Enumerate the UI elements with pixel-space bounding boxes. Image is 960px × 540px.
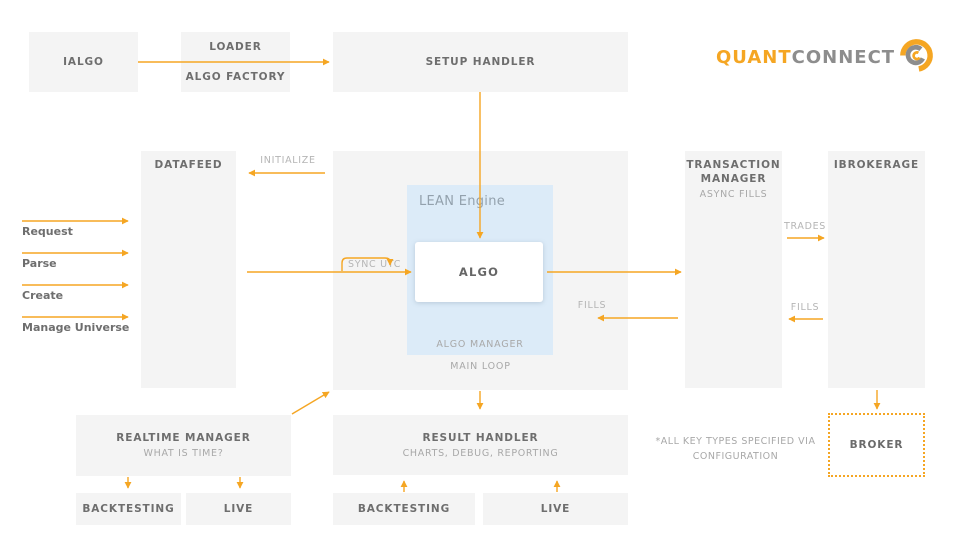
node-realtime-live-title: LIVE: [223, 503, 254, 515]
node-transaction-manager-title: TRANSACTION MANAGER: [686, 159, 781, 185]
node-result-handler: RESULT HANDLER CHARTS, DEBUG, REPORTING: [333, 415, 628, 475]
node-ibrokerage: IBROKERAGE: [828, 151, 925, 388]
node-transaction-manager: TRANSACTION MANAGER ASYNC FILLS: [685, 151, 782, 388]
edge-label-fills-broker: FILLS: [790, 302, 820, 313]
edge-label-trades: TRADES: [783, 221, 827, 232]
node-loader-title: LOADER: [209, 41, 262, 53]
node-ibrokerage-title: IBROKERAGE: [833, 159, 920, 171]
node-datafeed: DATAFEED: [141, 151, 236, 388]
node-realtime-manager: REALTIME MANAGER WHAT IS TIME?: [76, 415, 291, 476]
node-setup-handler-title: SETUP HANDLER: [425, 56, 536, 68]
datafeed-step-create: Create: [22, 289, 64, 302]
configuration-note-line2: CONFIGURATION: [692, 451, 779, 462]
node-result-live: LIVE: [483, 493, 628, 525]
swirl-inner-arc: [912, 50, 921, 60]
datafeed-step-request: Request: [22, 225, 73, 238]
node-ialgo: IALGO: [29, 32, 138, 92]
quantconnect-swirl-icon: [900, 38, 933, 72]
logo-text-connect: CONNECT: [791, 46, 896, 68]
edge-label-initialize: INITIALIZE: [260, 155, 316, 166]
node-realtime-backtesting: BACKTESTING: [76, 493, 181, 525]
node-algo: ALGO: [415, 242, 543, 302]
configuration-note-line1: *ALL KEY TYPES SPECIFIED VIA: [655, 436, 816, 447]
edge-label-fills-main: FILLS: [577, 300, 607, 311]
node-broker: BROKER: [828, 413, 925, 477]
node-result-backtesting-title: BACKTESTING: [357, 503, 451, 515]
quantconnect-logo-text: QUANTCONNECT: [716, 47, 895, 68]
configuration-note: *ALL KEY TYPES SPECIFIED VIA CONFIGURATI…: [648, 434, 823, 464]
swirl-outer-arc: [900, 38, 933, 72]
arrow-realtime-manager-to-main-loop: [291, 391, 330, 415]
node-realtime-backtesting-title: BACKTESTING: [82, 503, 175, 515]
edge-label-sync-utc: SYNC UTC: [348, 259, 402, 270]
node-realtime-manager-title: REALTIME MANAGER: [116, 432, 251, 444]
node-result-backtesting: BACKTESTING: [333, 493, 475, 525]
node-datafeed-title: DATAFEED: [154, 159, 223, 171]
logo-text-quant: QUANT: [716, 46, 792, 68]
node-algo-factory-title: ALGO FACTORY: [185, 71, 286, 83]
algo-manager-caption: ALGO MANAGER: [436, 339, 524, 350]
node-setup-handler: SETUP HANDLER: [333, 32, 628, 92]
lean-engine-title: LEAN Engine: [419, 194, 506, 209]
node-broker-title: BROKER: [849, 439, 904, 451]
node-realtime-manager-subtitle: WHAT IS TIME?: [143, 448, 224, 459]
node-result-handler-title: RESULT HANDLER: [422, 431, 539, 444]
node-ialgo-title: IALGO: [63, 56, 104, 68]
node-result-live-title: LIVE: [540, 503, 571, 515]
datafeed-step-manage-universe: Manage Universe: [22, 321, 130, 334]
node-realtime-live: LIVE: [186, 493, 291, 525]
datafeed-step-parse: Parse: [22, 257, 57, 270]
node-algo-title: ALGO: [458, 265, 500, 279]
node-transaction-manager-subtitle: ASYNC FILLS: [699, 189, 768, 200]
node-result-handler-subtitle: CHARTS, DEBUG, REPORTING: [402, 447, 559, 459]
quantconnect-logo: QUANTCONNECT: [716, 38, 935, 76]
main-loop-caption: MAIN LOOP: [450, 361, 511, 372]
swirl-middle-arc: [905, 44, 926, 65]
node-loader-algo-factory: LOADER ALGO FACTORY: [181, 32, 290, 92]
